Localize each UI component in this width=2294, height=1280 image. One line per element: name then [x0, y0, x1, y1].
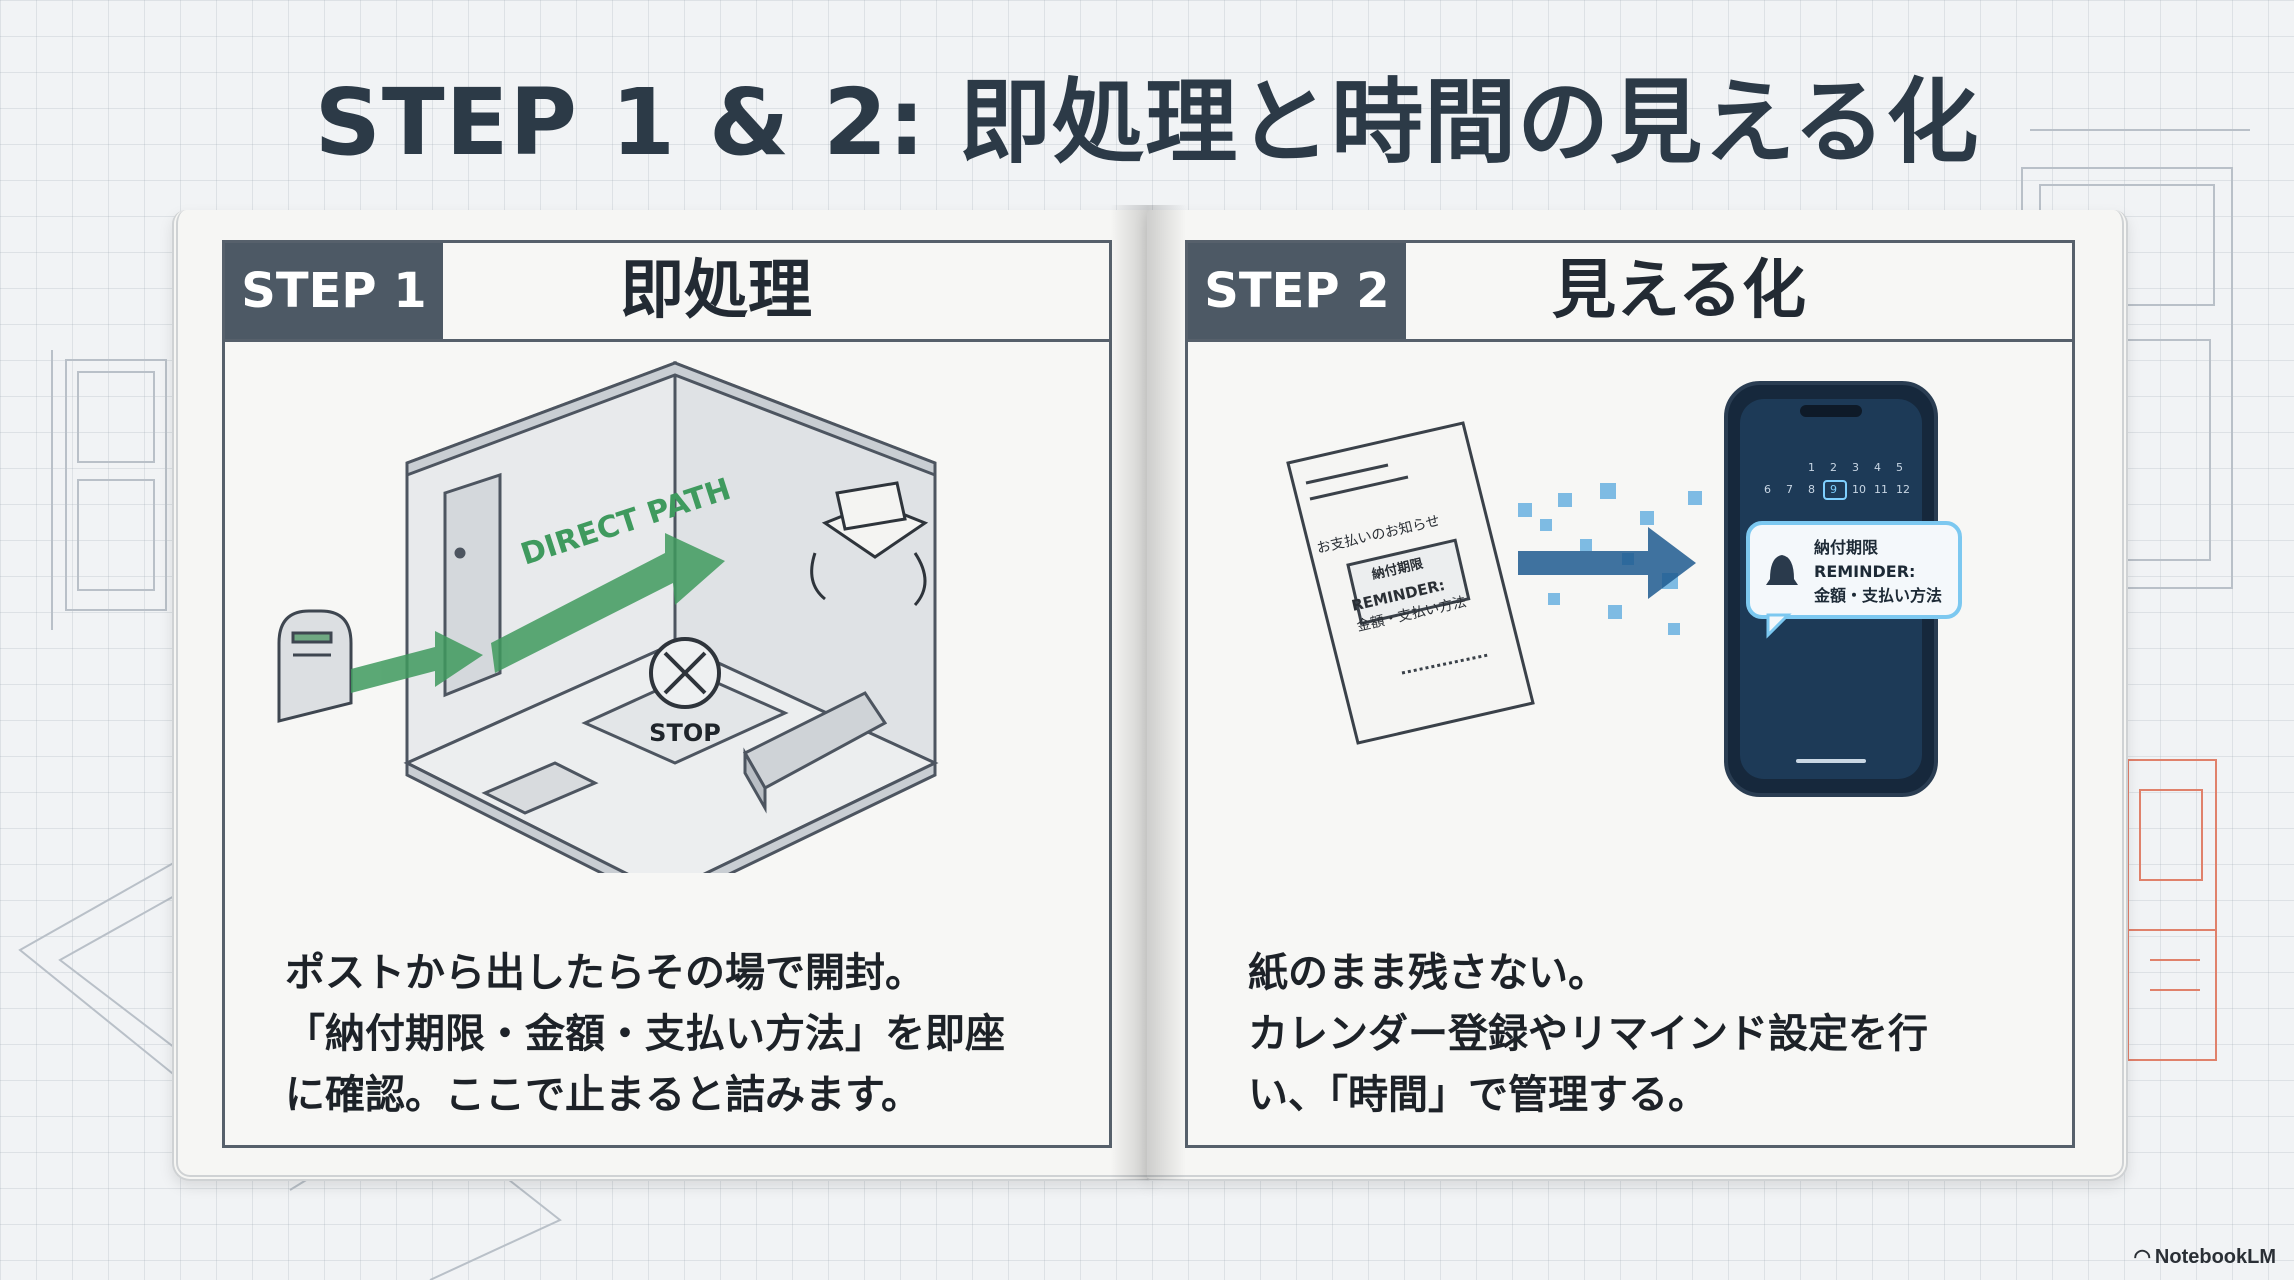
step2-badge: STEP 2: [1188, 243, 1406, 339]
direct-path-arrow: [351, 533, 725, 693]
svg-text:10: 10: [1852, 483, 1866, 496]
step1-line-1: ポストから出したらその場で開封。: [285, 950, 925, 996]
step2-line-3: い、「時間」で管理する。: [1248, 1072, 1708, 1118]
notification-detail: 金額・支払い方法: [1813, 586, 1942, 605]
page-title: STEP 1 & 2: 即処理と時間の見える化: [314, 69, 1980, 176]
step2-heading: 見える化: [1551, 254, 1807, 328]
mailbox-icon: [277, 609, 353, 723]
document-icon: [1286, 421, 1535, 745]
book-page-left: STEP 1 即処理: [172, 210, 1153, 1181]
step2-description: 紙のまま残さない。 カレンダー登録やリマインド設定を行 い、「時間」で管理する。: [1248, 943, 2038, 1126]
notification-reminder: REMINDER:: [1814, 562, 1915, 581]
brand-label: NotebookLM: [2154, 1246, 2276, 1268]
step2-line-1: 紙のまま残さない。: [1248, 950, 1608, 996]
notification-title: 納付期限: [1814, 538, 1879, 557]
step1-line-3: に確認。ここで止まると詰みます。: [285, 1072, 921, 1118]
bell-icon: [1766, 555, 1798, 585]
calendar-widget: 1 2 3 4 5 6 7 8 9 10 11 12: [1764, 461, 1910, 500]
stop-icon: [649, 637, 721, 709]
svg-text:6: 6: [1764, 483, 1771, 496]
svg-text:8: 8: [1808, 483, 1815, 496]
step2-illustration: お支払いのお知らせ 納付期限 REMINDER: 金額・支払い方法: [1286, 381, 1962, 797]
step1-line-2: 「納付期限・金額・支払い方法」を即座: [285, 1011, 1005, 1057]
svg-text:12: 12: [1896, 483, 1910, 496]
svg-text:7: 7: [1786, 483, 1793, 496]
svg-text:5: 5: [1896, 461, 1903, 474]
svg-text:4: 4: [1874, 461, 1881, 474]
step1-header: STEP 1 即処理: [225, 243, 1109, 342]
step1-illustration: DIRECT PATH STOP: [277, 360, 939, 873]
book-spine: [1110, 205, 1186, 1180]
brand-watermark: ◠NotebookLM: [2133, 1244, 2276, 1269]
notebooklm-logo-icon: ◠: [2133, 1246, 2151, 1268]
step2-panel: STEP 2 見える化 お支払いのお知らせ 納付期限 REMINDER: 金額・…: [1185, 240, 2075, 1148]
step1-description: ポストから出したらその場で開封。 「納付期限・金額・支払い方法」を即座 に確認。…: [285, 943, 1075, 1126]
stop-label: STOP: [649, 719, 721, 747]
svg-text:2: 2: [1830, 461, 1837, 474]
svg-text:3: 3: [1852, 461, 1859, 474]
digitize-arrow: [1518, 527, 1696, 599]
step1-heading: 即処理: [620, 254, 812, 328]
svg-text:1: 1: [1808, 461, 1815, 474]
step2-line-2: カレンダー登録やリマインド設定を行: [1248, 1011, 1928, 1057]
book-page-right: STEP 2 見える化 お支払いのお知らせ 納付期限 REMINDER: 金額・…: [1147, 210, 2128, 1181]
svg-text:11: 11: [1874, 483, 1888, 496]
step1-panel: STEP 1 即処理: [222, 240, 1112, 1148]
envelope-hands-icon: [810, 481, 929, 607]
svg-text:9: 9: [1830, 483, 1837, 496]
room-icon: [403, 360, 939, 873]
step1-badge: STEP 1: [225, 243, 443, 339]
notification-bubble: [1746, 521, 1962, 639]
step2-header: STEP 2 見える化: [1188, 243, 2072, 342]
